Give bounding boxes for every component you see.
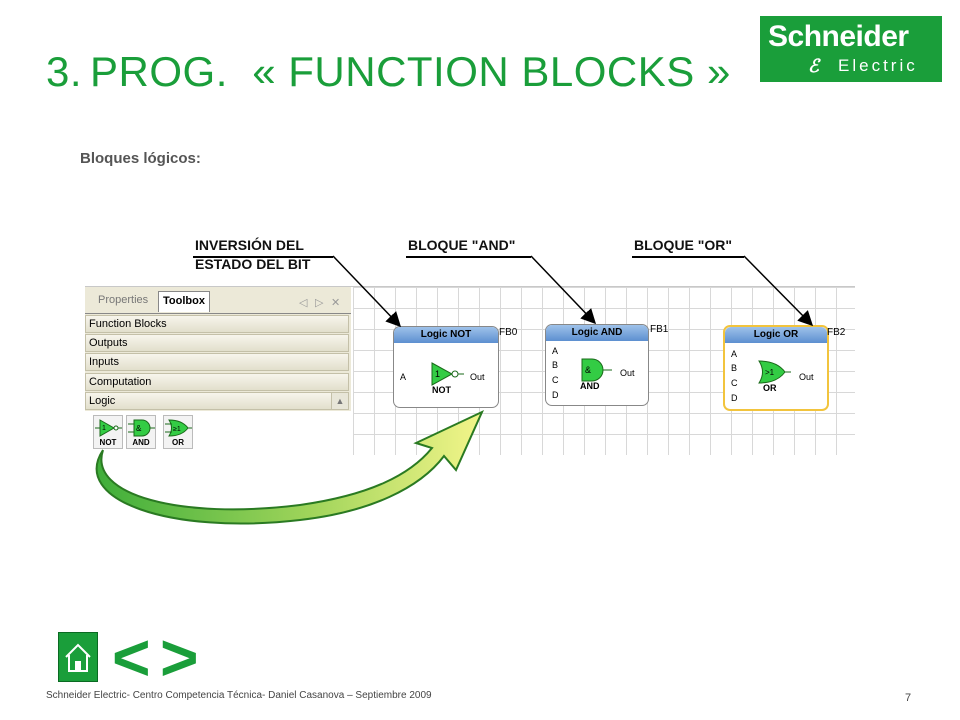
or-gate-icon: ≥1 bbox=[165, 419, 192, 437]
panel-next-icon[interactable]: ▷ bbox=[315, 297, 324, 309]
home-icon bbox=[65, 643, 91, 672]
block-id-fb0: FB0 bbox=[499, 327, 518, 338]
panel-close-icon[interactable]: ✕ bbox=[331, 297, 341, 309]
editor-screenshot: Properties Toolbox ◁ ▷ ✕ Function Blocks… bbox=[85, 286, 855, 455]
gate-label: OR bbox=[763, 383, 777, 393]
prev-slide-button[interactable]: < bbox=[112, 620, 151, 694]
tool-not[interactable]: 1 NOT bbox=[93, 415, 123, 449]
category-inputs[interactable]: Inputs bbox=[85, 353, 349, 371]
input-pin-b[interactable]: B bbox=[552, 360, 559, 370]
panel-prev-icon[interactable]: ◁ bbox=[299, 297, 308, 309]
logo-line-2: Electric bbox=[838, 56, 918, 75]
annotation-not-line-2: ESTADO DEL BIT bbox=[195, 256, 311, 272]
input-pin-d[interactable]: D bbox=[731, 393, 738, 403]
annotation-or-underline bbox=[632, 256, 744, 258]
toolbox-panel: Properties Toolbox ◁ ▷ ✕ Function Blocks… bbox=[85, 287, 351, 455]
title-text: PROG. « FUNCTION BLOCKS » bbox=[90, 48, 731, 95]
annotation-not: INVERSIÓN DEL ESTADO DEL BIT bbox=[195, 236, 310, 274]
category-computation[interactable]: Computation bbox=[85, 373, 349, 391]
input-pin-a[interactable]: A bbox=[552, 346, 559, 356]
svg-text:>1: >1 bbox=[765, 368, 775, 377]
output-pin-out[interactable]: Out bbox=[470, 372, 485, 382]
block-id-fb2: FB2 bbox=[827, 327, 846, 338]
collapse-up-icon[interactable]: ▲ bbox=[331, 392, 349, 410]
input-pin-c[interactable]: C bbox=[731, 378, 738, 388]
next-slide-button[interactable]: > bbox=[160, 620, 199, 694]
input-pin-b[interactable]: B bbox=[731, 363, 738, 373]
category-function-blocks[interactable]: Function Blocks bbox=[85, 315, 349, 333]
input-pin-d[interactable]: D bbox=[552, 390, 559, 400]
tool-or[interactable]: ≥1 OR bbox=[163, 415, 193, 449]
page-number: 7 bbox=[905, 692, 912, 704]
function-block-not[interactable]: Logic NOT A 1 NOT Out bbox=[393, 326, 499, 408]
logic-tools: 1 NOT & AND ≥1 OR bbox=[85, 411, 351, 455]
tab-properties[interactable]: Properties bbox=[98, 294, 149, 306]
schneider-logo: Schneider ℰ Electric bbox=[760, 16, 942, 82]
logo-mark-icon: ℰ bbox=[808, 56, 819, 76]
annotation-and: BLOQUE "AND" bbox=[408, 237, 516, 253]
output-pin-out[interactable]: Out bbox=[799, 372, 814, 382]
category-outputs[interactable]: Outputs bbox=[85, 334, 349, 352]
tool-and[interactable]: & AND bbox=[126, 415, 156, 449]
footer-text: Schneider Electric- Centro Competencia T… bbox=[46, 690, 432, 701]
input-pin-a[interactable]: A bbox=[731, 349, 738, 359]
and-gate-icon: & bbox=[128, 419, 155, 437]
logo-line-1: Schneider bbox=[768, 20, 909, 53]
panel-tab-strip: Properties Toolbox ◁ ▷ ✕ bbox=[85, 291, 351, 314]
svg-text:≥1: ≥1 bbox=[173, 426, 181, 433]
function-block-or[interactable]: Logic OR A B C D >1 OR Out bbox=[723, 325, 829, 411]
block-id-fb1: FB1 bbox=[650, 324, 669, 335]
tool-not-label: NOT bbox=[99, 438, 117, 447]
slide-title: 3.PROG. « FUNCTION BLOCKS » bbox=[46, 48, 731, 96]
svg-text:&: & bbox=[136, 424, 142, 433]
and-gate-icon: & bbox=[581, 358, 612, 382]
title-number: 3. bbox=[46, 48, 83, 95]
or-gate-icon: >1 bbox=[758, 360, 791, 384]
annotation-not-underline bbox=[193, 256, 333, 258]
output-pin-out[interactable]: Out bbox=[620, 368, 635, 378]
block-title: Logic OR bbox=[725, 327, 827, 343]
block-title: Logic AND bbox=[546, 325, 648, 341]
input-pin-c[interactable]: C bbox=[552, 375, 559, 385]
tool-or-label: OR bbox=[172, 438, 184, 447]
tab-toolbox[interactable]: Toolbox bbox=[158, 291, 210, 312]
annotation-not-line-1: INVERSIÓN DEL bbox=[195, 237, 304, 253]
section-subtitle: Bloques lógicos: bbox=[80, 150, 201, 167]
input-pin-a[interactable]: A bbox=[400, 372, 407, 382]
not-gate-icon: 1 bbox=[431, 362, 464, 386]
annotation-and-underline bbox=[406, 256, 531, 258]
tool-and-label: AND bbox=[132, 438, 150, 447]
svg-text:1: 1 bbox=[102, 425, 106, 432]
category-logic[interactable]: Logic bbox=[85, 392, 333, 410]
gate-label: NOT bbox=[432, 385, 451, 395]
not-gate-icon: 1 bbox=[95, 419, 122, 437]
annotation-or: BLOQUE "OR" bbox=[634, 237, 733, 253]
diagram-canvas[interactable]: Logic NOT A 1 NOT Out FB0 Logic AND A B … bbox=[353, 287, 855, 455]
function-block-and[interactable]: Logic AND A B C D & AND Out bbox=[545, 324, 649, 406]
svg-text:1: 1 bbox=[435, 369, 440, 379]
gate-label: AND bbox=[580, 381, 600, 391]
home-button[interactable] bbox=[58, 632, 98, 682]
block-title: Logic NOT bbox=[394, 327, 498, 343]
svg-text:&: & bbox=[585, 365, 591, 375]
